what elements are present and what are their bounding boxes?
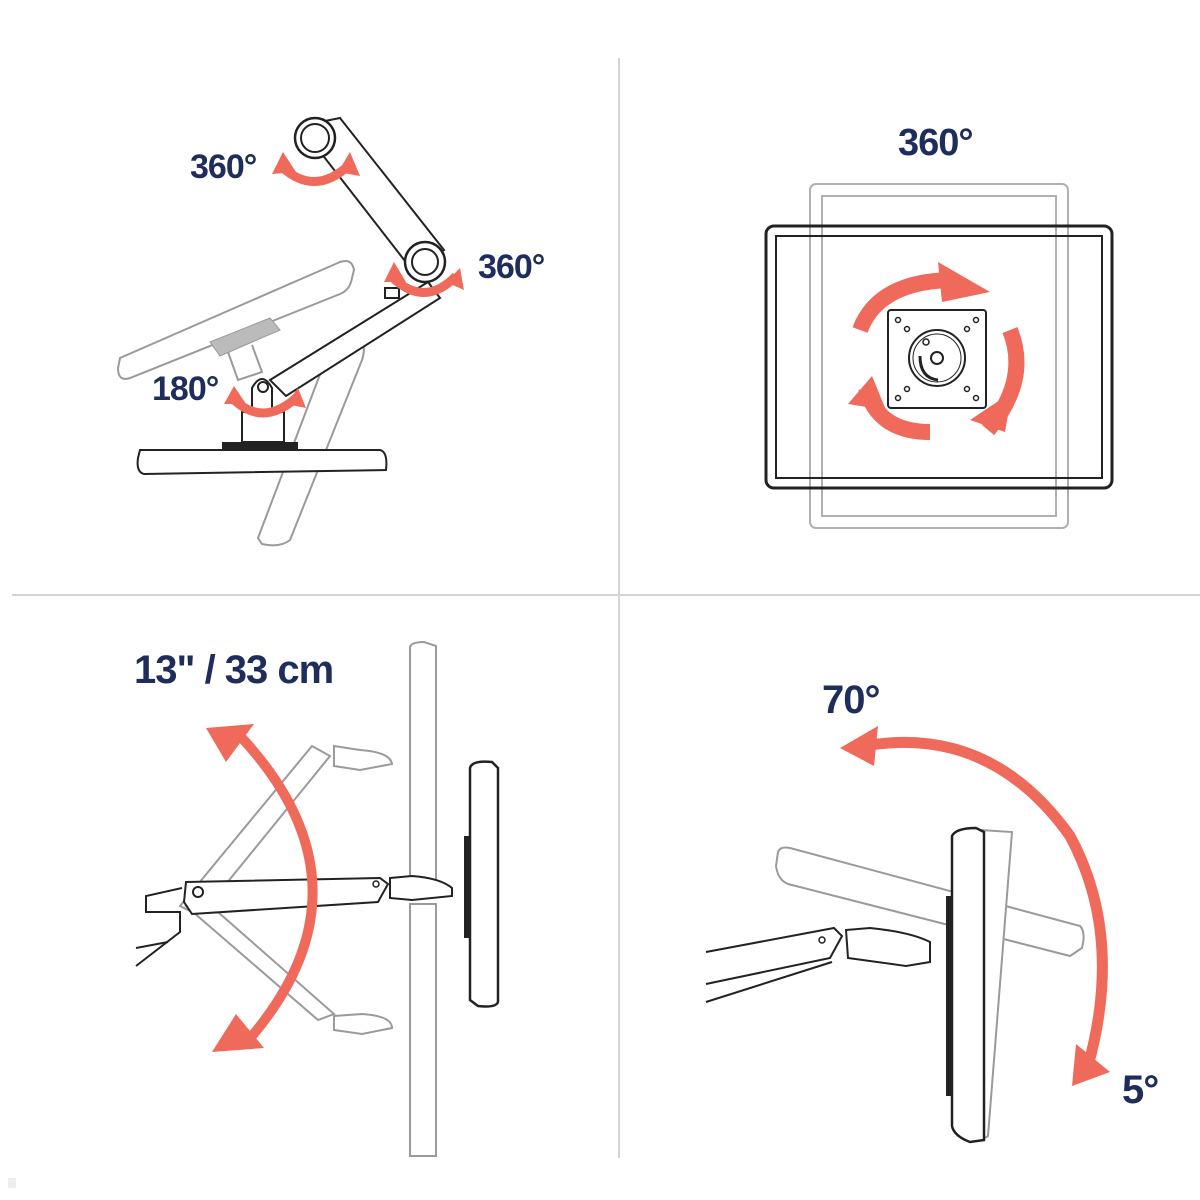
height-range-label: 13" / 33 cm [134,648,334,692]
screen-rotation-label: 360° [898,122,974,164]
horizontal-divider [12,594,1200,596]
panel-screen-rotation: 360° [620,0,1200,594]
corner-mark [8,1178,16,1188]
panel-tilt: 70° 5° [620,596,1200,1200]
panel-arm-joints: 360° 360° 180° [0,0,618,594]
base-pivot-rotation-label: 180° [152,370,219,408]
forward-tilt-label: 5° [1122,1068,1159,1112]
vertical-divider [618,58,620,1158]
panel-height-adjust: 13" / 33 cm [0,596,618,1200]
screen-rotation-illustration [764,183,1114,529]
tilt-illustration [705,726,1110,1144]
height-adjust-illustration [135,640,500,1157]
upper-joint-rotation-label: 360° [190,148,257,186]
lower-joint-rotation-label: 360° [478,248,545,286]
monitor-arm-joints-illustration [116,116,464,547]
backward-tilt-label: 70° [822,678,880,722]
